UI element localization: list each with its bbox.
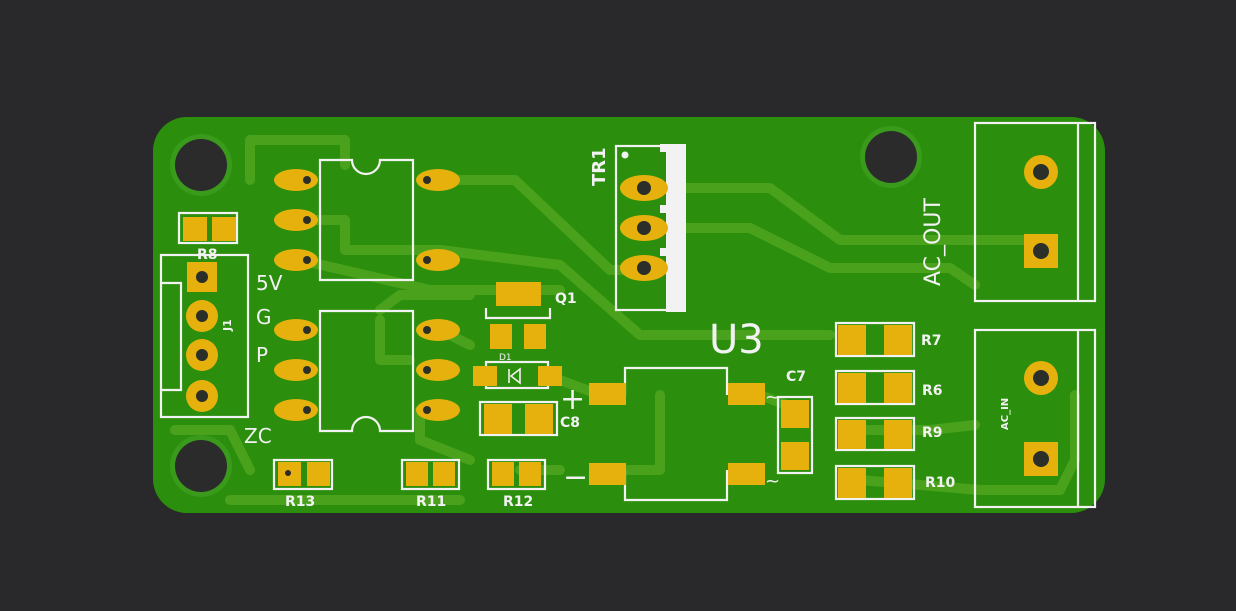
resistor-r12: R12: [486, 458, 547, 510]
label-q1: Q1: [555, 291, 577, 307]
resistor-r9: R9: [834, 416, 943, 452]
resistor-r6: R6: [834, 369, 943, 406]
label-c8: C8: [560, 415, 580, 431]
label-d1: D1: [499, 353, 512, 363]
label-r9: R9: [922, 425, 943, 441]
label-r7: R7: [921, 333, 942, 349]
label-tilde-bottom: ~: [765, 471, 780, 492]
label-zc: ZC: [244, 424, 272, 448]
mounting-hole-top-right-drill: [865, 131, 917, 183]
label-r11: R11: [416, 494, 446, 510]
label-tilde-top: ~: [765, 387, 780, 408]
dip-ic-top: [274, 158, 460, 282]
transistor-q1: Q1: [484, 282, 577, 349]
label-5v: 5V: [256, 271, 283, 295]
resistor-r7: R7: [834, 321, 942, 358]
label-c7: C7: [786, 369, 806, 385]
pcb-substrate: [153, 117, 1105, 513]
label-minus: −: [563, 460, 588, 495]
label-r12: R12: [503, 494, 533, 510]
label-ac-out: AC_OUT: [921, 198, 946, 286]
resistor-r11: R11: [400, 458, 461, 510]
label-r10: R10: [925, 475, 956, 491]
connector-j1: J1 5V G P ZC: [159, 253, 283, 448]
bridge-rectifier-u3: U3 + − ~ ~: [560, 317, 780, 502]
mounting-hole-top-left-drill: [175, 139, 227, 191]
label-tr1: TR1: [589, 147, 610, 186]
dip-ic-bottom: [274, 309, 460, 433]
resistor-r10: R10: [834, 464, 956, 501]
diode-d1: D1: [473, 353, 562, 390]
label-j1: J1: [221, 319, 234, 332]
label-r13: R13: [285, 494, 315, 510]
label-g: G: [256, 305, 272, 329]
capacitor-c7: C7: [776, 369, 814, 475]
terminal-ac-in: AC_IN: [973, 328, 1097, 509]
mounting-holes: [170, 126, 922, 497]
mounting-hole-bottom-left-drill: [175, 440, 227, 492]
terminal-ac-out: AC_OUT: [921, 121, 1097, 303]
label-plus: +: [560, 382, 585, 417]
capacitor-c8: C8: [478, 400, 580, 437]
label-ac-in: AC_IN: [1000, 398, 1011, 430]
label-p: P: [256, 343, 268, 367]
label-u3: U3: [709, 317, 764, 363]
triac-tr1: TR1: [589, 144, 686, 312]
resistor-r13: R13: [272, 458, 334, 510]
label-r6: R6: [922, 383, 943, 399]
